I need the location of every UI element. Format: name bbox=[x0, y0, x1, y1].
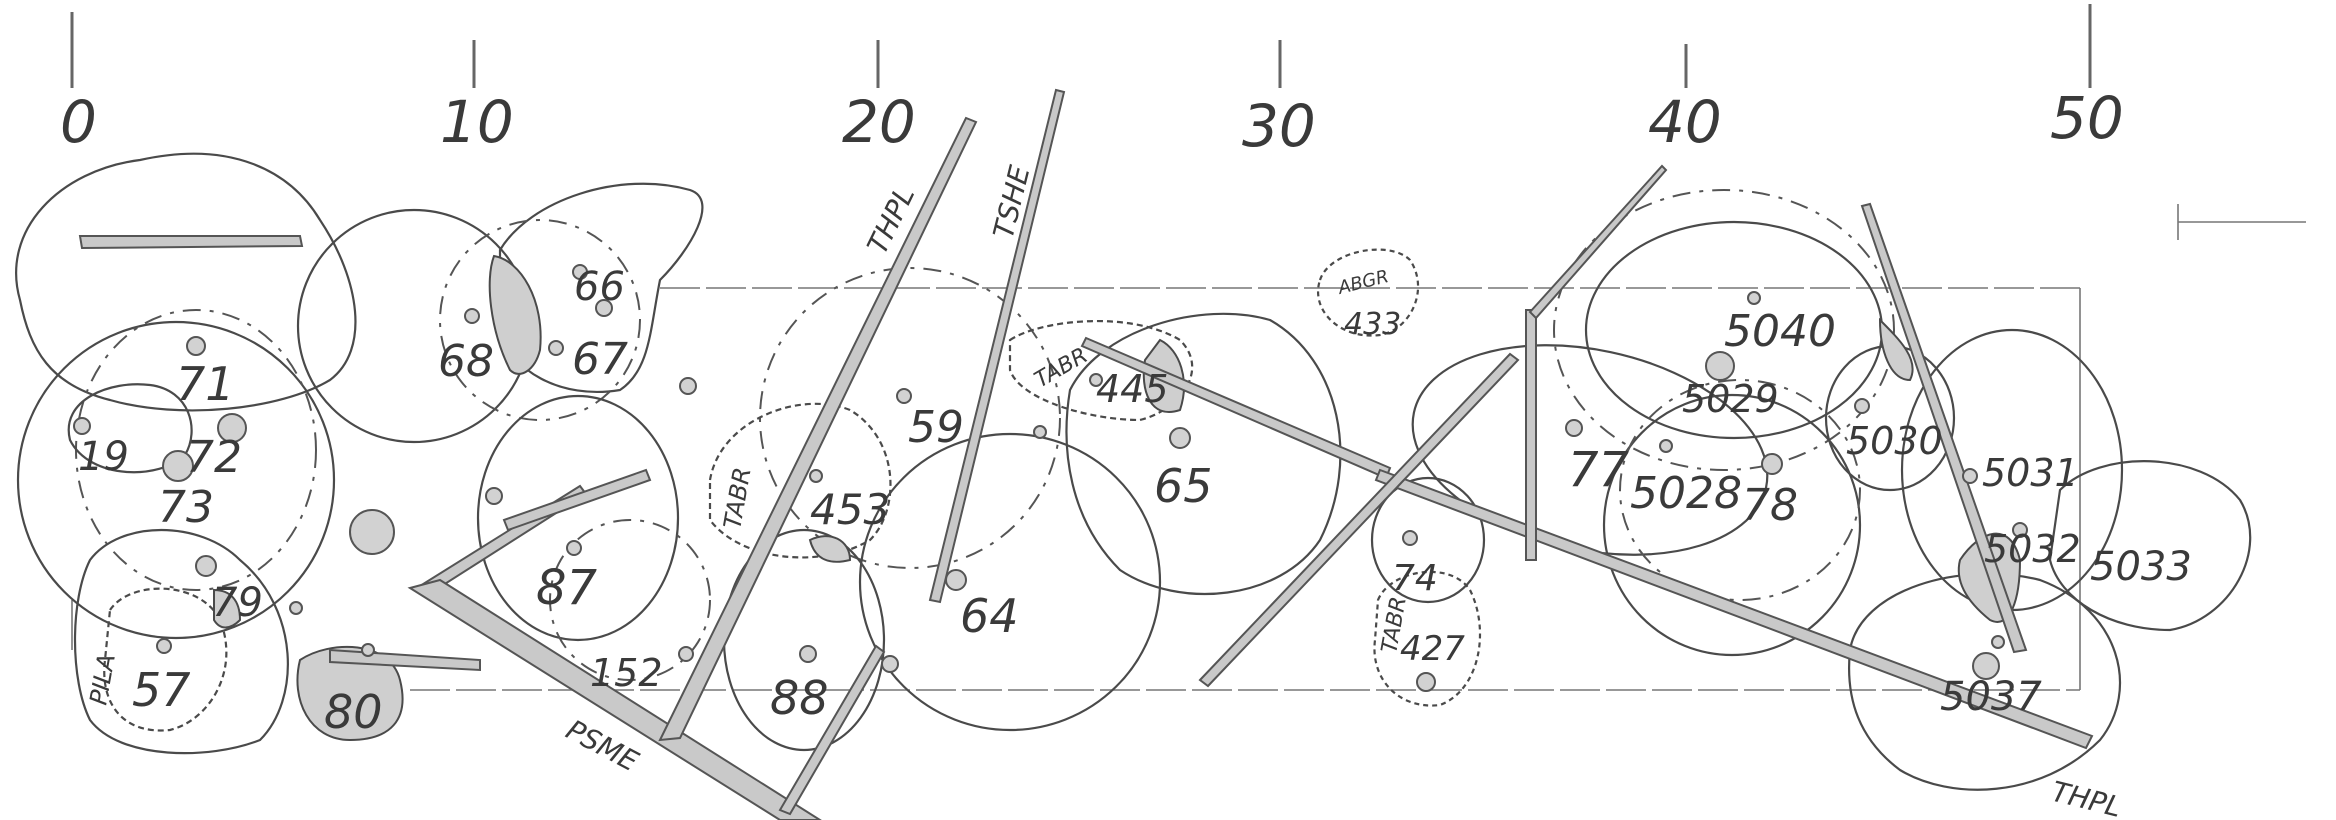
tree-tag: 5032 bbox=[1984, 527, 2081, 571]
tree-tag: 67 bbox=[572, 334, 628, 385]
scale-tick-label: 40 bbox=[1648, 88, 1722, 156]
overlap-patch bbox=[1878, 317, 1914, 382]
tree-tag: 72 bbox=[186, 432, 242, 483]
tree-crown bbox=[1370, 476, 1486, 604]
fallen-log bbox=[407, 578, 822, 820]
tree-tag: 57 bbox=[132, 663, 191, 717]
tree-crown bbox=[1848, 572, 2122, 791]
fallen-log bbox=[502, 468, 652, 532]
tree-tag: 71 bbox=[176, 357, 235, 411]
tree-tag: 65 bbox=[1154, 459, 1213, 513]
fallen-log bbox=[1374, 468, 2094, 750]
overlap-patch bbox=[488, 254, 542, 375]
scale-tick-label: 50 bbox=[2050, 84, 2124, 152]
tree-crown bbox=[103, 587, 228, 732]
tree-tag: 73 bbox=[158, 482, 214, 533]
fallen-log bbox=[78, 235, 304, 250]
tree-tag: 453 bbox=[810, 485, 890, 534]
fallen-log bbox=[1528, 164, 1668, 320]
tree-tag: 433 bbox=[1344, 307, 1401, 342]
fallen-log bbox=[1198, 352, 1520, 688]
tree-crown bbox=[1602, 393, 1862, 657]
tree-crown bbox=[759, 267, 1061, 569]
fallen-logs bbox=[78, 88, 2094, 820]
tree-crown bbox=[16, 320, 336, 640]
species-label: TABR bbox=[1031, 343, 1093, 393]
scale-tick-label: 20 bbox=[842, 88, 916, 156]
tree-tag: 5029 bbox=[1682, 377, 1779, 421]
fallen-log bbox=[658, 116, 978, 742]
tree-crown bbox=[858, 432, 1162, 732]
crown-outlines bbox=[15, 152, 2252, 791]
tree-tag: 5037 bbox=[1940, 674, 2042, 720]
tree-crown bbox=[708, 402, 892, 559]
tree-tag: 88 bbox=[770, 671, 829, 725]
tree-tag: 87 bbox=[536, 560, 598, 616]
tree-tags: 71 19 72 73 79 57 80 68 67 66 87 152 453… bbox=[78, 264, 2192, 739]
species-label: ABGR bbox=[1335, 266, 1391, 299]
tree-crown bbox=[549, 519, 711, 681]
tree-crown bbox=[73, 528, 289, 755]
distance-scale: 0 10 20 30 40 50 bbox=[60, 4, 2306, 240]
scale-tick-label: 30 bbox=[1242, 92, 1316, 160]
fallen-log bbox=[1525, 309, 1537, 561]
tree-tag: 64 bbox=[960, 589, 1019, 643]
tree-tag: 74 bbox=[1392, 558, 1438, 599]
scale-tick-label: 0 bbox=[60, 88, 97, 156]
tree-crown bbox=[439, 219, 641, 421]
tree-tag: 80 bbox=[324, 685, 383, 739]
species-label: THPL bbox=[2048, 775, 2125, 820]
tree-tag: 66 bbox=[574, 264, 625, 310]
tree-tag: 59 bbox=[908, 402, 964, 453]
overlap-patch bbox=[213, 588, 242, 629]
tree-crown bbox=[1065, 312, 1342, 596]
tree-stems bbox=[73, 264, 2028, 692]
tree-tag: 427 bbox=[1400, 629, 1465, 669]
fallen-log bbox=[778, 644, 886, 816]
tree-tag: 5030 bbox=[1846, 419, 1943, 463]
overlap-patch bbox=[296, 645, 404, 742]
tree-crown bbox=[2048, 460, 2252, 632]
fallen-log bbox=[928, 88, 1066, 604]
tree-crown bbox=[1553, 189, 1895, 471]
tree-tag: 5040 bbox=[1724, 306, 1836, 357]
tree-tag: 77 bbox=[1568, 442, 1630, 498]
tree-tag: 445 bbox=[1096, 367, 1169, 411]
overlap-patch bbox=[808, 535, 852, 563]
tree-crown bbox=[498, 182, 704, 393]
tree-tag: 68 bbox=[438, 336, 494, 387]
tree-crown bbox=[1619, 379, 1861, 601]
tree-tag: 5028 bbox=[1630, 468, 1742, 519]
species-label: TABR bbox=[718, 465, 756, 531]
tree-crown bbox=[476, 394, 680, 642]
tree-crown bbox=[15, 152, 357, 412]
tree-tag: 5033 bbox=[2090, 544, 2192, 590]
tree-tag: 152 bbox=[590, 651, 663, 695]
tree-tag: 78 bbox=[1742, 480, 1798, 531]
tree-crown bbox=[1373, 570, 1482, 707]
scale-tick-label: 10 bbox=[440, 88, 514, 156]
tree-tag: 79 bbox=[212, 580, 263, 626]
tree-crown bbox=[67, 383, 193, 474]
fallen-log bbox=[1860, 202, 2028, 654]
tree-tag: 19 bbox=[78, 434, 129, 480]
tree-tag: 5031 bbox=[1982, 451, 2079, 495]
species-label: PILA bbox=[84, 652, 120, 707]
